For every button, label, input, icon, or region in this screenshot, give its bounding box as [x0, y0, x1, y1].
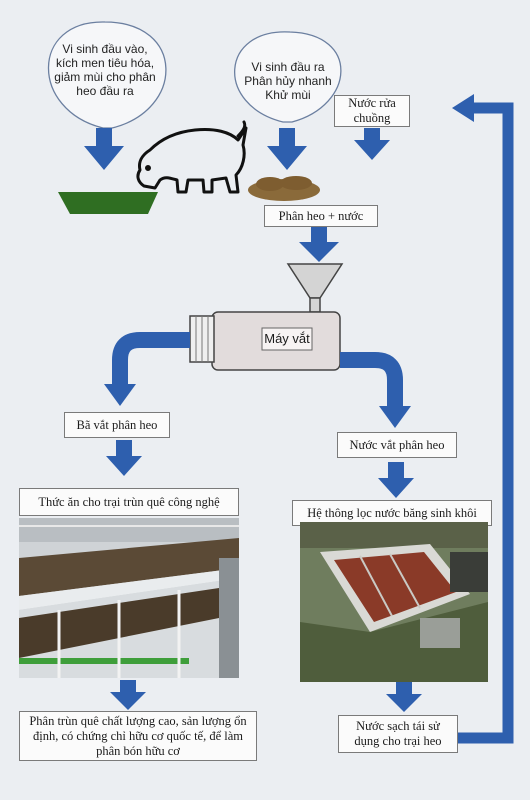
node-earthworm-farm: Thức ăn cho trại trùn quê công nghệ	[19, 488, 239, 516]
funnel-icon	[286, 263, 344, 299]
arrow-machine-to-liquid	[340, 352, 403, 408]
arrow-solids-down	[106, 440, 142, 476]
bubble-left-outline	[47, 21, 167, 129]
node-manure-solids: Bã vắt phân heo	[64, 412, 170, 438]
arrow-bubble-left-down	[84, 128, 124, 170]
node-biomass-filter: Hệ thông lọc nước băng sinh khôi	[292, 500, 492, 526]
press-machine-icon	[189, 311, 341, 371]
node-wash-water: Nước rửa chuồng	[334, 95, 410, 127]
pig-icon	[136, 120, 248, 194]
arrow-farm-down	[110, 680, 146, 710]
feed-trough-icon	[58, 192, 158, 214]
node-worm-castings: Phân trùn quê chất lượng cao, sản lượng …	[19, 711, 257, 761]
bubble-output-probiotic-text: Vi sinh đầu ra Phân hủy nhanh Khử mùi	[244, 60, 332, 102]
arrow-bubble-right-down	[267, 128, 307, 170]
node-press-machine: Máy vắt	[264, 331, 310, 346]
node-manure-water: Phân heo + nước	[264, 205, 378, 227]
arrow-liquid-down	[378, 462, 414, 498]
arrow-machine-to-solids	[112, 332, 190, 386]
biomass-filter-photo	[300, 522, 488, 682]
node-manure-liquid: Nước vắt phân heo	[337, 432, 457, 458]
node-recycled-water: Nước sạch tái sử dụng cho trại heo	[338, 715, 458, 753]
arrow-to-funnel	[299, 226, 339, 262]
earthworm-farm-photo	[19, 518, 239, 678]
bubble-feed-probiotic-text: Vi sinh đầu vào, kích men tiêu hóa, giảm…	[54, 42, 156, 98]
arrow-filter-down	[386, 682, 422, 712]
bubble-right-outline	[234, 31, 342, 123]
arrow-wash-down	[354, 128, 390, 160]
arrow-recycle-return	[458, 102, 514, 744]
